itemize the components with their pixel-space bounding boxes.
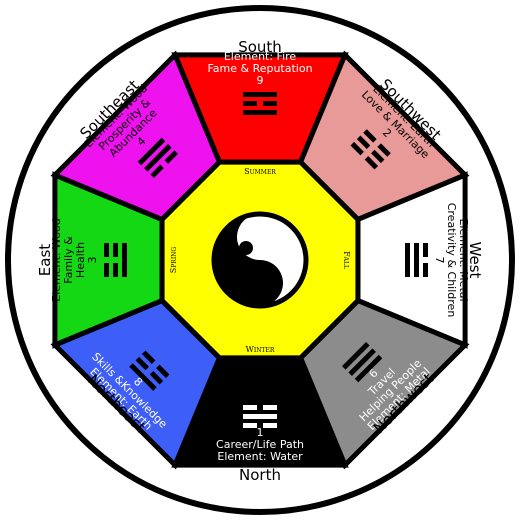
- sector-east-line2: Family &: [62, 236, 75, 284]
- trigram-line-broken: [156, 364, 170, 379]
- trigram-east-icon: [104, 243, 127, 277]
- season-spring: Spring: [169, 247, 178, 274]
- yin-yang-icon: [211, 211, 309, 309]
- trigram-line-broken: [135, 356, 149, 371]
- trigram-line-solid: [129, 363, 157, 391]
- trigram-line-solid: [243, 414, 277, 419]
- trigram-line-solid: [243, 92, 277, 97]
- trigram-line-broken: [371, 149, 385, 164]
- trigram-line-broken: [113, 243, 118, 257]
- trigram-line-solid: [144, 144, 172, 172]
- center-number: 5: [259, 250, 265, 261]
- sector-north-number: 1: [257, 426, 264, 439]
- trigram-line-solid: [122, 243, 127, 277]
- trigram-line-broken: [104, 263, 109, 277]
- trigram-line-broken: [350, 141, 364, 156]
- trigram-line-broken: [423, 243, 428, 257]
- trigram-line-solid: [354, 354, 383, 383]
- trigram-line-solid: [405, 243, 410, 277]
- sector-north-line2: Career/Life Path: [216, 438, 304, 451]
- direction-east: East: [36, 244, 54, 276]
- sector-south-number: 9: [257, 74, 264, 87]
- trigram-line-broken: [149, 371, 164, 385]
- trigram-line-solid: [414, 243, 419, 277]
- trigram-southwest-icon: [350, 129, 391, 170]
- direction-north: North: [239, 466, 281, 484]
- trigram-line-broken: [164, 150, 178, 164]
- trigram-line-broken: [150, 164, 164, 178]
- trigram-line-broken: [243, 423, 257, 428]
- trigram-line-solid: [137, 137, 166, 166]
- season-fall: Fall: [342, 251, 351, 269]
- trigram-south-icon: [243, 92, 277, 115]
- sector-west-line1: Element: Metal: [457, 218, 470, 301]
- trigram-line-broken: [141, 350, 156, 364]
- sector-south-line1: Element: Fire: [224, 50, 297, 63]
- trigram-line-broken: [263, 405, 277, 410]
- trigram-southeast-icon: [137, 137, 178, 178]
- trigram-line-broken: [113, 263, 118, 277]
- trigram-north-icon: [243, 405, 277, 428]
- direction-south: South: [238, 38, 282, 56]
- trigram-line-broken: [363, 129, 377, 143]
- trigram-line-broken: [263, 101, 277, 106]
- trigram-line-broken: [377, 143, 391, 157]
- sector-north-line1: Element: Water: [217, 450, 303, 463]
- trigram-west-icon: [405, 243, 428, 277]
- season-winter: Winter: [246, 345, 275, 354]
- sector-east-number: 3: [86, 257, 99, 264]
- trigram-line-solid: [342, 342, 370, 370]
- sector-west-line2: Creativity & Children: [445, 203, 458, 318]
- sector-west-number: 7: [433, 257, 446, 264]
- sector-south-line2: Fame & Reputation: [207, 62, 312, 75]
- direction-west: West: [466, 242, 484, 279]
- trigram-northeast-icon: [129, 350, 170, 391]
- trigram-line-broken: [356, 135, 371, 149]
- trigram-line-broken: [243, 101, 257, 106]
- trigram-line-solid: [243, 110, 277, 115]
- trigram-northwest-icon: [342, 342, 383, 383]
- sector-east-line1: Element: Wood: [50, 218, 63, 301]
- sector-east-line3: Health: [74, 242, 87, 278]
- season-summer: Summer: [244, 167, 276, 176]
- trigram-line-broken: [364, 156, 379, 170]
- trigram-line-broken: [243, 405, 257, 410]
- trigram-line-broken: [104, 243, 109, 257]
- trigram-line-solid: [348, 348, 376, 376]
- trigram-line-broken: [423, 263, 428, 277]
- trigram-line-broken: [263, 423, 277, 428]
